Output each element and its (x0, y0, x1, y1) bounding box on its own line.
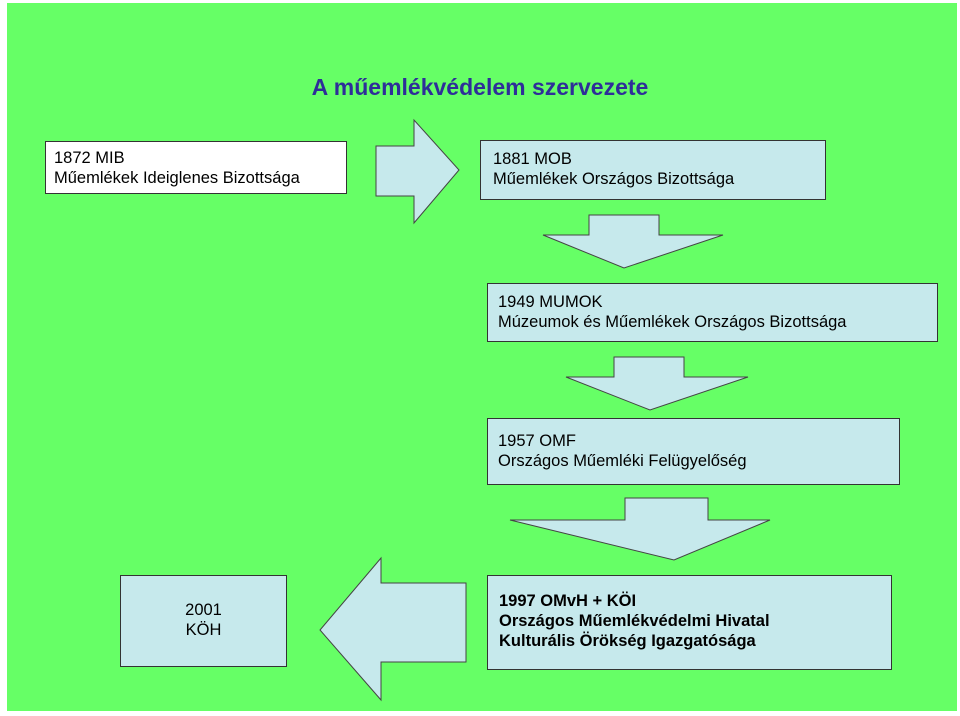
node-mob: 1881 MOB Műemlékek Országos Bizottsága (480, 140, 826, 200)
node-mumok-line1: 1949 MUMOK (498, 293, 603, 311)
diagram-title: A műemlékvédelem szervezete (311, 74, 649, 100)
node-koh: 2001 KÖH (120, 575, 287, 667)
node-omf-line2: Országos Műemléki Felügyelőség (498, 452, 747, 470)
arrow-down-1949-1957 (565, 356, 749, 411)
node-omf: 1957 OMF Országos Műemléki Felügyelőség (487, 418, 900, 485)
node-omvh-line1: 1997 OMvH + KÖI (499, 592, 637, 610)
arrow-down-1881-1949 (542, 214, 724, 269)
node-mumok: 1949 MUMOK Múzeumok és Műemlékek Országo… (487, 283, 938, 342)
arrow-left-1997-2001 (319, 556, 467, 702)
arrow-right-1872-1881 (375, 118, 460, 225)
node-mib: 1872 MIB Műemlékek Ideiglenes Bizottsága (45, 141, 347, 194)
node-mib-line2: Műemlékek Ideiglenes Bizottsága (54, 169, 300, 187)
node-koh-line1: 2001 (185, 601, 222, 619)
node-omvh-line3: Kulturális Örökség Igazgatósága (499, 632, 756, 650)
node-koh-line2: KÖH (185, 621, 222, 639)
node-omvh-line2: Országos Műemlékvédelmi Hivatal (499, 612, 770, 630)
node-mob-line2: Műemlékek Országos Bizottsága (493, 170, 735, 188)
node-omf-line1: 1957 OMF (498, 432, 576, 450)
node-mob-line1: 1881 MOB (493, 150, 572, 168)
node-omvh: 1997 OMvH + KÖI Országos Műemlékvédelmi … (487, 575, 892, 670)
node-mumok-line2: Múzeumok és Műemlékek Országos Bizottság… (498, 313, 847, 331)
arrow-down-1957-1997 (509, 497, 771, 561)
node-mib-line1: 1872 MIB (54, 149, 125, 167)
